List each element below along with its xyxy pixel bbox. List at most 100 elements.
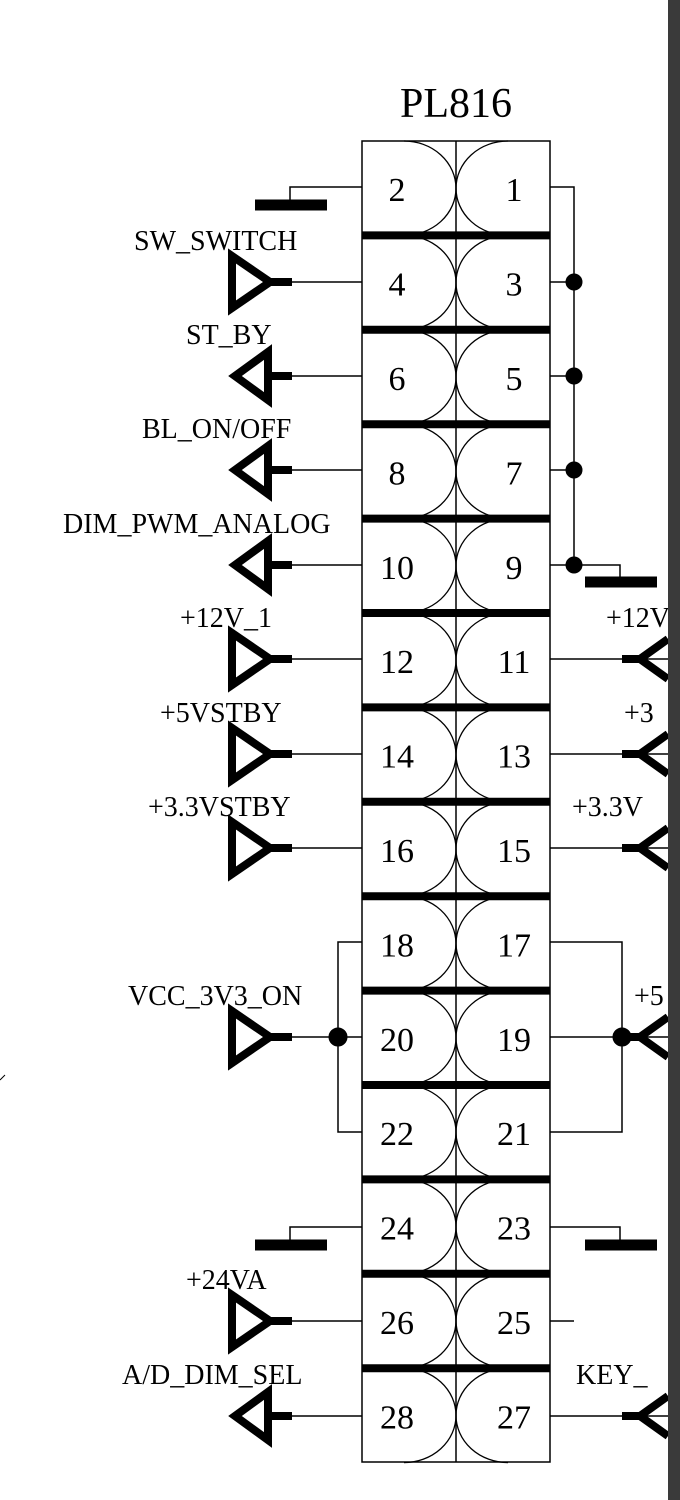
left-net-labels: SW_SWITCH ST_BY BL_ON/OFF DIM_PWM_ANALOG… xyxy=(63,226,331,1391)
pin-number-right: 19 xyxy=(497,1022,531,1059)
ground-symbol-pin9 xyxy=(574,564,657,588)
output-arrow-icon xyxy=(228,1287,292,1355)
pin-number-left: 18 xyxy=(380,927,414,964)
net-label-right-19: +5 xyxy=(634,981,664,1012)
pin-number-left: 20 xyxy=(380,1022,414,1059)
pin-arc xyxy=(455,1084,509,1181)
net-label-dim-pwm-analog: DIM_PWM_ANALOG xyxy=(63,509,331,540)
bus-pins-18-20-22 xyxy=(290,941,362,1133)
net-label-12v-1: +12V_1 xyxy=(180,603,272,634)
pin-number-right: 3 xyxy=(506,267,523,304)
pin-number-left: 16 xyxy=(380,833,414,870)
scrollbar-track[interactable] xyxy=(668,0,680,1500)
pin-number-left: 12 xyxy=(380,644,414,681)
right-connector-icons xyxy=(622,635,668,1440)
ground-symbol-pin24 xyxy=(255,1226,362,1251)
net-label-24va: +24VA xyxy=(186,1265,267,1296)
net-label-5vstby: +5VSTBY xyxy=(160,698,282,729)
left-wires xyxy=(290,281,362,1417)
pin-arc xyxy=(455,329,509,425)
pin-arc xyxy=(455,989,509,1086)
input-arrow-icon xyxy=(228,438,292,502)
pin-number-right: 21 xyxy=(497,1116,531,1153)
net-label-right-27: KEY_ xyxy=(576,1360,649,1391)
pin-number-left: 10 xyxy=(380,550,414,587)
right-wires xyxy=(550,658,668,1417)
net-label-right-13: +3 xyxy=(624,698,654,729)
input-arrow-icon xyxy=(228,1384,292,1448)
pin-number-left: 8 xyxy=(389,455,406,492)
net-label-right-15: +3.3V xyxy=(572,792,643,823)
pin-arc xyxy=(455,423,509,520)
output-arrow-icon xyxy=(228,625,292,693)
stray-mark xyxy=(0,1074,6,1081)
net-label-bl-on-off: BL_ON/OFF xyxy=(142,414,291,445)
right-connector-icon xyxy=(622,1392,668,1440)
right-connector-icon xyxy=(622,824,668,872)
pin-number-left: 22 xyxy=(380,1116,414,1153)
pin-arc xyxy=(455,895,509,992)
pin-number-right: 25 xyxy=(497,1305,531,1342)
output-arrow-icon xyxy=(228,1003,292,1071)
junction-dot xyxy=(565,461,583,479)
junction-dot xyxy=(565,273,583,291)
pin-number-left: 26 xyxy=(380,1305,414,1342)
ground-symbol-pin2 xyxy=(255,186,362,211)
pin-number-left: 14 xyxy=(380,739,414,776)
pin-arc xyxy=(455,801,509,897)
pin-number-right: 23 xyxy=(497,1211,531,1248)
input-arrow-icon xyxy=(228,344,292,408)
pin-arc xyxy=(455,1273,509,1369)
net-label-vcc-3v3-on: VCC_3V3_ON xyxy=(128,981,302,1012)
pin-number-right: 15 xyxy=(497,833,531,870)
output-arrow-icon xyxy=(228,248,292,316)
pin-arc xyxy=(455,234,509,331)
net-label-right-11: +12V xyxy=(606,603,668,634)
pin-arc xyxy=(455,706,509,803)
output-arrow-icons xyxy=(228,248,292,1355)
pin-arc xyxy=(455,1178,509,1275)
ground-symbols xyxy=(255,186,657,1251)
pin-number-right: 5 xyxy=(506,361,523,398)
pin-arc xyxy=(455,612,509,709)
pin-arc xyxy=(455,1367,509,1464)
connector-title: PL816 xyxy=(400,81,512,127)
junction-dot xyxy=(565,556,583,574)
right-connector-icon xyxy=(622,1013,668,1061)
row-separators xyxy=(362,231,550,1373)
pin-number-right: 27 xyxy=(497,1399,531,1436)
pin-number-right: 11 xyxy=(498,644,531,681)
right-net-labels: +12V +3 +3.3V +5 KEY_ xyxy=(572,603,668,1391)
net-label-st-by: ST_BY xyxy=(186,320,272,351)
junction-dot xyxy=(328,1027,348,1047)
pin-number-left: 6 xyxy=(389,361,406,398)
pin-number-right: 1 xyxy=(506,172,523,209)
net-label-sw-switch: SW_SWITCH xyxy=(134,226,297,257)
pin-number-left: 4 xyxy=(389,267,406,304)
pin-number-right: 17 xyxy=(497,927,531,964)
pin-number-left: 2 xyxy=(389,172,406,209)
net-label-ad-dim-sel: A/D_DIM_SEL xyxy=(122,1360,302,1391)
pin-arc xyxy=(403,329,457,425)
pin-arc xyxy=(403,140,457,237)
output-arrow-icon xyxy=(228,814,292,882)
pin-arc xyxy=(403,234,457,331)
bus-pins-17-19-21 xyxy=(550,941,668,1133)
ground-bus-odd-pins xyxy=(550,186,583,574)
pin-arcs xyxy=(403,140,509,1464)
junction-dot xyxy=(565,367,583,385)
pin-arc xyxy=(403,423,457,520)
input-arrow-icon xyxy=(228,533,292,597)
pin-number-right: 9 xyxy=(506,550,523,587)
pin-number-right: 7 xyxy=(506,455,523,492)
pin-arc xyxy=(455,140,509,237)
net-label-3v3stby: +3.3VSTBY xyxy=(148,792,291,823)
right-connector-icon xyxy=(622,635,668,683)
pin-number-right: 13 xyxy=(497,739,531,776)
pin-arc xyxy=(455,517,509,614)
input-arrow-icons xyxy=(228,344,292,1448)
pin-number-left: 24 xyxy=(380,1211,414,1248)
right-connector-icon xyxy=(622,730,668,778)
